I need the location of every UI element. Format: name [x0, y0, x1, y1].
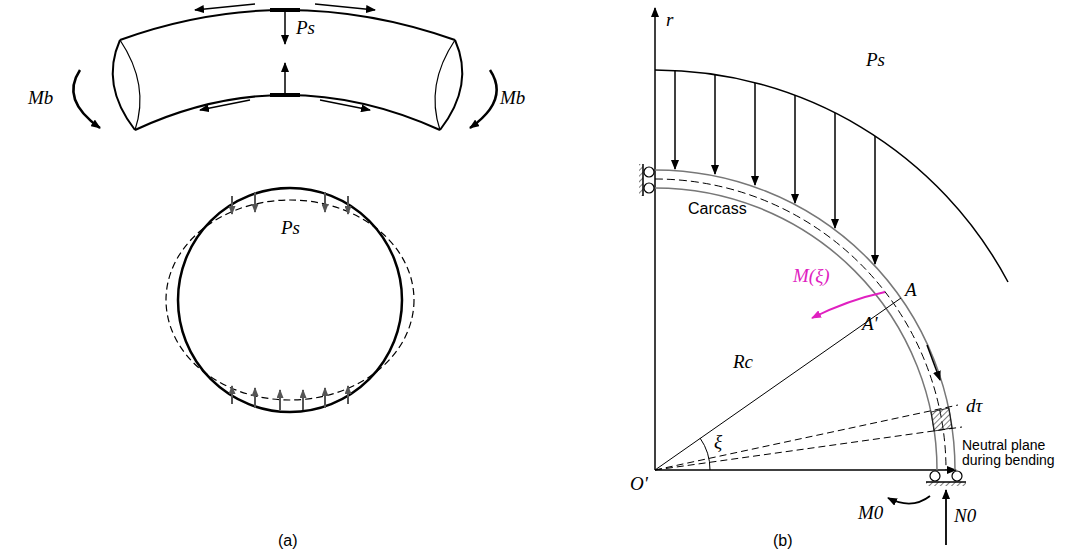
- pressure-label: Ps: [296, 18, 315, 39]
- moment-label: M0: [858, 503, 883, 524]
- panel-label: (a): [278, 532, 298, 550]
- moment-label: Mb: [28, 88, 53, 109]
- element-label: dτ: [966, 396, 982, 417]
- pressure-label: Ps: [281, 218, 300, 239]
- part-label: Carcass: [688, 200, 747, 218]
- axis-label: r: [666, 10, 673, 31]
- moment-label: Mb: [500, 88, 525, 109]
- pressure-label: Ps: [866, 50, 885, 71]
- panel-label: (b): [773, 532, 793, 550]
- point-label: A': [862, 314, 878, 335]
- origin-label: O': [630, 474, 648, 495]
- force-label: N0: [954, 506, 976, 527]
- angle-label: ξ: [714, 432, 722, 453]
- radius-label: Rc: [733, 352, 753, 373]
- point-label: A: [905, 280, 917, 301]
- moment-label: M(ξ): [793, 266, 830, 287]
- axis-label: Neutral plane during bending: [962, 438, 1062, 469]
